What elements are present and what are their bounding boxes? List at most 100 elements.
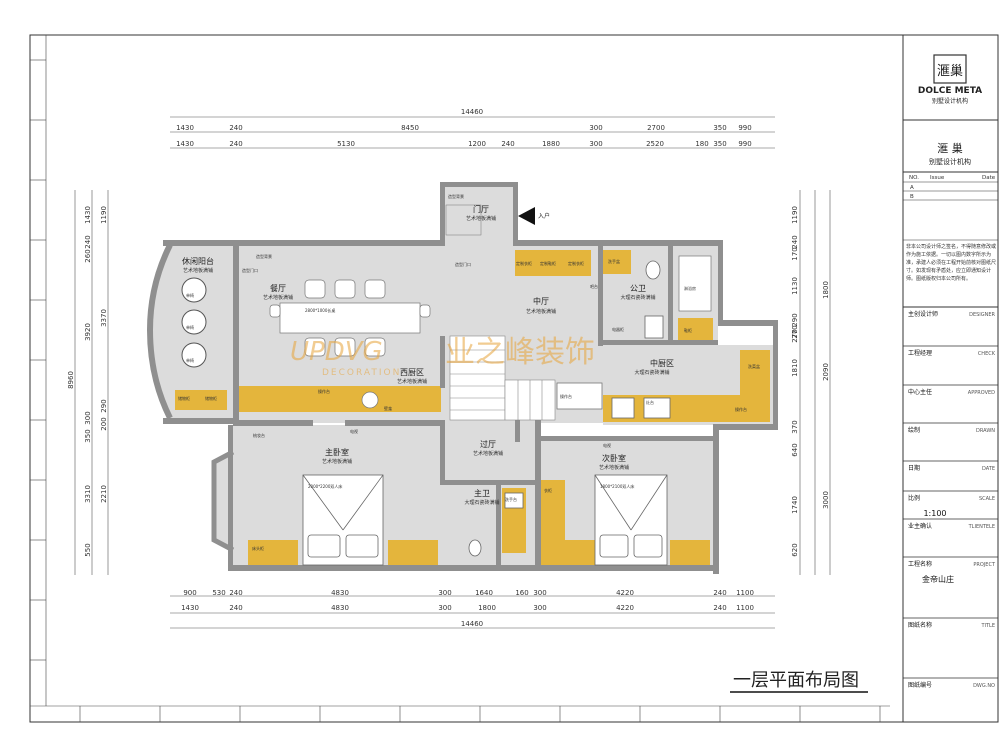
entry-cab-label: 造型背景 bbox=[448, 193, 464, 199]
floor-plan: 休闲阳台 艺术地板满铺 餐厅 艺术地板满铺 门厅 艺术地板满铺 中厅 艺术地板满… bbox=[146, 182, 778, 574]
room-western-kitchen: 西厨区 bbox=[400, 368, 424, 377]
title-row-label: 图纸编号 bbox=[908, 681, 932, 689]
stove-label: 灶台 bbox=[646, 399, 654, 405]
dim-bottom-row2: 240 bbox=[229, 604, 242, 612]
dim-bottom-row1: 300 bbox=[533, 589, 546, 597]
balcony-outline bbox=[146, 243, 173, 420]
island-counter bbox=[556, 382, 603, 410]
dim-left-col1: 350 bbox=[84, 429, 92, 442]
walls bbox=[163, 182, 778, 574]
dim-bottom-row1: 160 bbox=[515, 589, 528, 597]
title-row-label: 图纸名称 bbox=[908, 621, 932, 629]
bedside-label: 床头柜 bbox=[252, 545, 264, 551]
dim-left-col1: 300 bbox=[84, 411, 92, 424]
room-public-bath-floor: 大理石瓷砖满铺 bbox=[620, 294, 655, 301]
furniture-labels: 入户 2800*1000长桌 2000*2200双人床 1800*2100双人床… bbox=[178, 193, 760, 551]
dim-right-col1: 370 bbox=[791, 420, 799, 433]
title-row-label: 日期 bbox=[908, 464, 920, 472]
room-middle-kitchen-floor: 大理石瓷砖满铺 bbox=[634, 369, 669, 376]
dim-right-col1: 270 bbox=[791, 325, 799, 338]
dim-bottom-row2: 1100 bbox=[736, 604, 754, 612]
notice-text: 非本公司设计师之签名，不得随意修改或作为施工依据。一切以图内数字所示为准，承建人… bbox=[906, 244, 996, 282]
room-leisure-balcony-floor: 艺术地板满铺 bbox=[183, 267, 213, 274]
beds bbox=[302, 474, 668, 566]
dim-left-col1: 3920 bbox=[84, 323, 92, 341]
sofa2-label: 单椅 bbox=[186, 324, 194, 330]
wardrobe-label: 衣柜 bbox=[544, 487, 552, 493]
bar-label: 吧台 bbox=[590, 283, 598, 289]
title-row-label: 比例 bbox=[908, 494, 920, 502]
company-name: 滙 巢 bbox=[937, 142, 963, 155]
title-row-en: TITLE bbox=[980, 623, 995, 629]
title-row-en: CHECK bbox=[978, 351, 996, 357]
title-block: 滙巢 DOLCE META 别墅设计机构 滙 巢 别墅设计机构 NO. Issu… bbox=[902, 34, 999, 723]
title-row-en: SCALE bbox=[979, 496, 995, 502]
dim-bottom-row2: 240 bbox=[713, 604, 726, 612]
dim-right-col1: 1190 bbox=[791, 206, 799, 224]
bed2-label: 1800*2100双人床 bbox=[600, 483, 634, 489]
storage-label: 储物柜 bbox=[178, 395, 190, 401]
dim-left-col2: 2210 bbox=[100, 485, 108, 503]
dim-left-total: 8960 bbox=[67, 371, 75, 389]
dim-right-col2: 2090 bbox=[822, 363, 830, 381]
dim-right-col1: 1130 bbox=[791, 277, 799, 295]
shower-label: 淋浴房 bbox=[684, 285, 696, 291]
room-master-bedroom-floor: 艺术地板满铺 bbox=[322, 458, 352, 465]
title-row-value: 金帝山庄 bbox=[922, 574, 954, 584]
dim-top-row2: 990 bbox=[738, 140, 751, 148]
title-row-en: APPROVED bbox=[968, 390, 995, 396]
island-label: 操作台 bbox=[560, 393, 572, 399]
dim-left-col1: 3310 bbox=[84, 485, 92, 503]
room-second-bedroom-floor: 艺术地板满铺 bbox=[599, 464, 629, 471]
dim-bottom-row2: 4220 bbox=[616, 604, 634, 612]
dim-top-row1: 300 bbox=[589, 124, 602, 132]
corridor-floor bbox=[440, 420, 540, 480]
dim-left-col1: 550 bbox=[84, 543, 92, 556]
door2-label: 造型门口 bbox=[455, 261, 471, 267]
room-central-hall: 中厅 bbox=[533, 296, 549, 306]
dim-right-col1: 1810 bbox=[791, 359, 799, 377]
dim-top-row2: 1430 bbox=[176, 140, 194, 148]
watermark-sub: DECORATION bbox=[322, 368, 401, 378]
room-western-kitchen-floor: 艺术地板满铺 bbox=[397, 378, 427, 385]
logo-chars: 滙巢 bbox=[937, 64, 963, 79]
room-corridor: 过厅 bbox=[480, 439, 496, 449]
storage2-label: 储物柜 bbox=[205, 395, 217, 401]
room-foyer: 门厅 bbox=[473, 204, 489, 214]
dim-top-row2: 1200 bbox=[468, 140, 486, 148]
built-in-cabinets bbox=[175, 250, 770, 565]
op-table-label: 操作台 bbox=[318, 388, 330, 394]
dim-top-row1: 2700 bbox=[647, 124, 665, 132]
dim-right-col2: 1800 bbox=[822, 281, 830, 299]
dim-top-total: 14460 bbox=[461, 108, 483, 116]
title-row-label: 工程名称 bbox=[908, 560, 932, 568]
room-labels: 休闲阳台 艺术地板满铺 餐厅 艺术地板满铺 门厅 艺术地板满铺 中厅 艺术地板满… bbox=[182, 204, 674, 506]
dim-top-row2: 350 bbox=[713, 140, 726, 148]
drawing-title: 一层平面布局图 bbox=[733, 670, 859, 691]
dim-bottom-row2: 300 bbox=[438, 604, 451, 612]
title-row-label: 工程经理 bbox=[908, 349, 932, 357]
dim-top-row1: 990 bbox=[738, 124, 751, 132]
dim-bottom-row1: 900 bbox=[183, 589, 196, 597]
dim-bottom-row2: 4830 bbox=[331, 604, 349, 612]
dim-bottom-total: 14460 bbox=[461, 620, 483, 628]
dim-right-col1: 1740 bbox=[791, 496, 799, 514]
room-foyer-floor: 艺术地板满铺 bbox=[466, 215, 496, 222]
dim-bottom-row1: 300 bbox=[438, 589, 451, 597]
foyer-box bbox=[445, 204, 482, 236]
tv2-label: 电视 bbox=[603, 442, 611, 448]
logo-box bbox=[933, 54, 967, 84]
rev-header-issue: Issue bbox=[930, 175, 945, 181]
room-central-hall-floor: 艺术地板满铺 bbox=[526, 308, 556, 315]
door3-label: 造型背景 bbox=[256, 253, 272, 259]
room-public-bath: 公卫 bbox=[630, 284, 646, 293]
room-dining: 餐厅 bbox=[270, 284, 286, 293]
wash-label: 洗手台 bbox=[505, 496, 517, 502]
dim-top-row2: 1880 bbox=[542, 140, 560, 148]
niche-label: 壁龛 bbox=[384, 405, 392, 411]
cabinet-a-label: 定制衣柜 bbox=[516, 260, 532, 266]
dim-top-row2: 5130 bbox=[337, 140, 355, 148]
sofa3-label: 单椅 bbox=[186, 357, 194, 363]
dressing-label: 梳妆台 bbox=[253, 432, 265, 438]
